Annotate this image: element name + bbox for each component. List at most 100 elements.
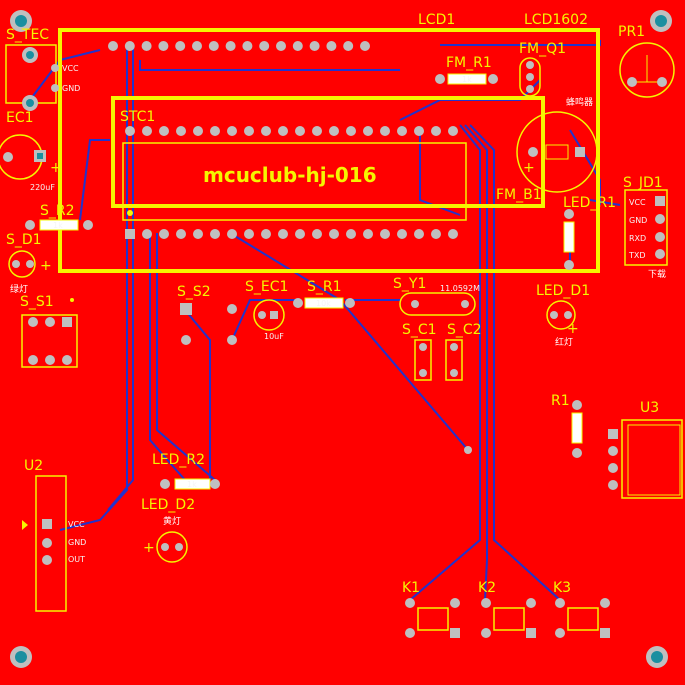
lcd-pin — [225, 41, 236, 51]
lcd-pin — [360, 41, 370, 51]
lcd-pin — [108, 41, 118, 51]
led-d2-color: 黄灯 — [163, 515, 181, 527]
label-s-tec: S_TEC — [6, 27, 49, 43]
lcd-pin — [343, 41, 354, 51]
stc-top-pin — [125, 126, 135, 136]
s-tec-component: VCC GND — [5, 44, 80, 111]
stc-bottom-pin — [125, 229, 135, 239]
s-tec-vcc: VCC — [62, 64, 79, 73]
s-c2-capacitor — [445, 339, 463, 381]
stc-top-pin — [346, 126, 356, 136]
s-tec-gnd: GND — [62, 84, 80, 93]
stc-bottom-pin — [278, 229, 288, 239]
stc-top-pins — [125, 126, 458, 136]
svg-text:下载: 下载 — [648, 268, 666, 280]
stc-top-pin — [176, 126, 186, 136]
stc-bottom-pin — [176, 229, 186, 239]
traces — [29, 40, 621, 601]
label-buzzer: 蜂鸣器 — [566, 96, 593, 108]
stc-bottom-pin — [397, 229, 407, 239]
stc-top-pin — [142, 126, 152, 136]
stc-bottom-pin — [312, 229, 322, 239]
k3-button — [555, 598, 610, 638]
r1-resistor — [571, 400, 583, 458]
label-s-r1: S_R1 — [307, 279, 342, 295]
stc-bottom-pin — [193, 229, 203, 239]
stc-bottom-pin — [295, 229, 305, 239]
label-stc1: STC1 — [120, 109, 155, 125]
label-s-c2: S_C2 — [447, 322, 482, 338]
label-r1: R1 — [551, 393, 570, 409]
ec1-capacitor: 220uF + — [0, 134, 62, 192]
stc-top-pin — [278, 126, 288, 136]
svg-text:VCC: VCC — [629, 198, 646, 207]
svg-text:TXD: TXD — [628, 251, 646, 260]
label-fm-b1: FM_B1 — [496, 187, 542, 203]
svg-text:10k: 10k — [316, 299, 331, 308]
led-r1-resistor — [563, 209, 575, 270]
svg-text:GND: GND — [629, 216, 647, 225]
label-s-s1: S_S1 — [20, 294, 54, 310]
label-k3: K3 — [553, 580, 571, 596]
s-r1-resistor: 10k — [293, 297, 355, 309]
label-s-s2: S_S2 — [177, 284, 211, 300]
stc-bottom-pin — [431, 229, 441, 239]
label-pr1: PR1 — [618, 24, 645, 40]
stc-top-pin — [210, 126, 220, 136]
svg-text:+: + — [523, 160, 535, 176]
stc-top-pin — [295, 126, 305, 136]
lcd-pin — [141, 41, 152, 51]
svg-text:+: + — [143, 540, 155, 556]
stc-bottom-pin — [380, 229, 390, 239]
svg-text:VCC: VCC — [68, 520, 85, 529]
s-ec1-capacitor: 10uF — [253, 299, 285, 341]
stc-bottom-pin — [346, 229, 356, 239]
lcd-pin — [276, 41, 286, 51]
lcd-pin — [326, 41, 337, 51]
label-u2: U2 — [24, 458, 43, 474]
lcd-pin — [192, 41, 202, 51]
label-s-r2: S_R2 — [40, 203, 75, 219]
s-jd1-header: VCC GND RXD TXD 下载 — [624, 189, 668, 280]
s-d1-color: 绿灯 — [10, 283, 28, 295]
stc-top-pin — [363, 126, 373, 136]
label-s-y1: S_Y1 — [393, 276, 426, 292]
label-led-d1: LED_D1 — [536, 283, 590, 299]
pr1-photoresistor — [619, 42, 675, 98]
fm-r1-resistor: 1k — [435, 73, 498, 85]
stc-top-pin — [380, 126, 390, 136]
label-led-r2: LED_R2 — [152, 452, 205, 468]
lcd-pin — [309, 41, 320, 51]
lcd-pin — [242, 41, 253, 51]
stc-bottom-pin — [329, 229, 339, 239]
lcd-header-pins — [108, 41, 370, 51]
stc-bottom-pin — [448, 229, 458, 239]
svg-text:+: + — [50, 160, 62, 176]
lcd-pin — [292, 41, 303, 51]
svg-text:+: + — [567, 321, 579, 337]
lcd-pin — [208, 41, 219, 51]
u2-module: VCC GND OUT — [22, 475, 86, 612]
stc-top-pin — [329, 126, 339, 136]
stc-top-pin — [261, 126, 271, 136]
stc-top-pin — [414, 126, 424, 136]
stc1-outline — [111, 96, 545, 208]
label-s-c1: S_C1 — [402, 322, 437, 338]
svg-text:1k: 1k — [53, 221, 63, 230]
stc-bottom-pin — [159, 229, 169, 239]
lcd-pin — [158, 41, 169, 51]
stc-bottom-pin — [227, 229, 237, 239]
label-k2: K2 — [478, 580, 496, 596]
k1-button — [405, 598, 460, 638]
s-d1-led: + 绿灯 — [8, 250, 52, 295]
k2-button — [481, 598, 536, 638]
component-labels: S_TEC LCD1 LCD1602 PR1 FM_R1 FM_Q1 EC1 S… — [6, 12, 663, 596]
led-d1: + 红灯 — [546, 300, 579, 348]
label-s-jd1: S_JD1 — [623, 175, 663, 191]
s-s1-switch — [21, 298, 78, 368]
svg-text:+: + — [40, 258, 52, 274]
label-led-r1: LED_R1 — [563, 195, 616, 211]
s-y1-crystal: 11.0592M — [399, 284, 480, 316]
